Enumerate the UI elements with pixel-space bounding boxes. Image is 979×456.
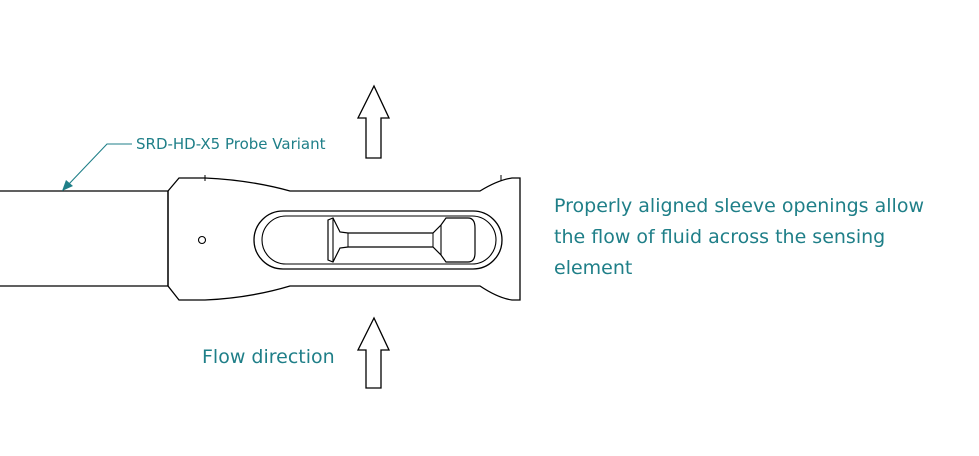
sleeve-opening-inner xyxy=(261,215,497,265)
leader-arrowhead xyxy=(62,180,73,191)
sleeve-opening-outer xyxy=(253,210,503,270)
flow-direction-label: Flow direction xyxy=(202,346,335,368)
probe-shaft xyxy=(0,190,168,287)
sleeve-outline xyxy=(167,177,521,301)
flow-arrow-up-top xyxy=(356,84,391,159)
callout-text-line-2: the flow of fluid across the sensing xyxy=(554,226,885,248)
callout-text-line-1: Properly aligned sleeve openings allow xyxy=(554,195,924,217)
flow-arrow-up-bottom xyxy=(356,316,391,389)
sleeve-hole xyxy=(197,235,207,245)
probe-variant-label: SRD-HD-X5 Probe Variant xyxy=(136,135,326,153)
probe-variant-leader xyxy=(67,143,132,186)
callout-text-line-3: element xyxy=(554,257,632,279)
sensing-element xyxy=(327,217,476,263)
